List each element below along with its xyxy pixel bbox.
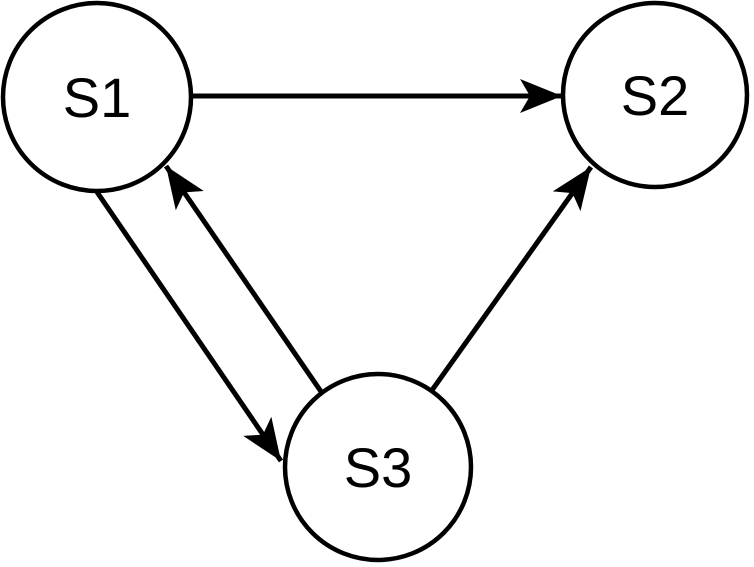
edge-s3-to-s1 [163,164,325,395]
edges-layer [94,79,594,463]
node-circle-s1 [0,0,194,194]
edge-s3-to-s2 [427,165,594,395]
node-circle-s2 [560,0,750,190]
node-label-s3: S3 [344,436,413,499]
node-circle-s3 [282,371,474,563]
node-label-s2: S2 [621,64,690,127]
edge-s1-to-s3 [94,190,284,463]
node-label-s1: S1 [63,66,132,129]
